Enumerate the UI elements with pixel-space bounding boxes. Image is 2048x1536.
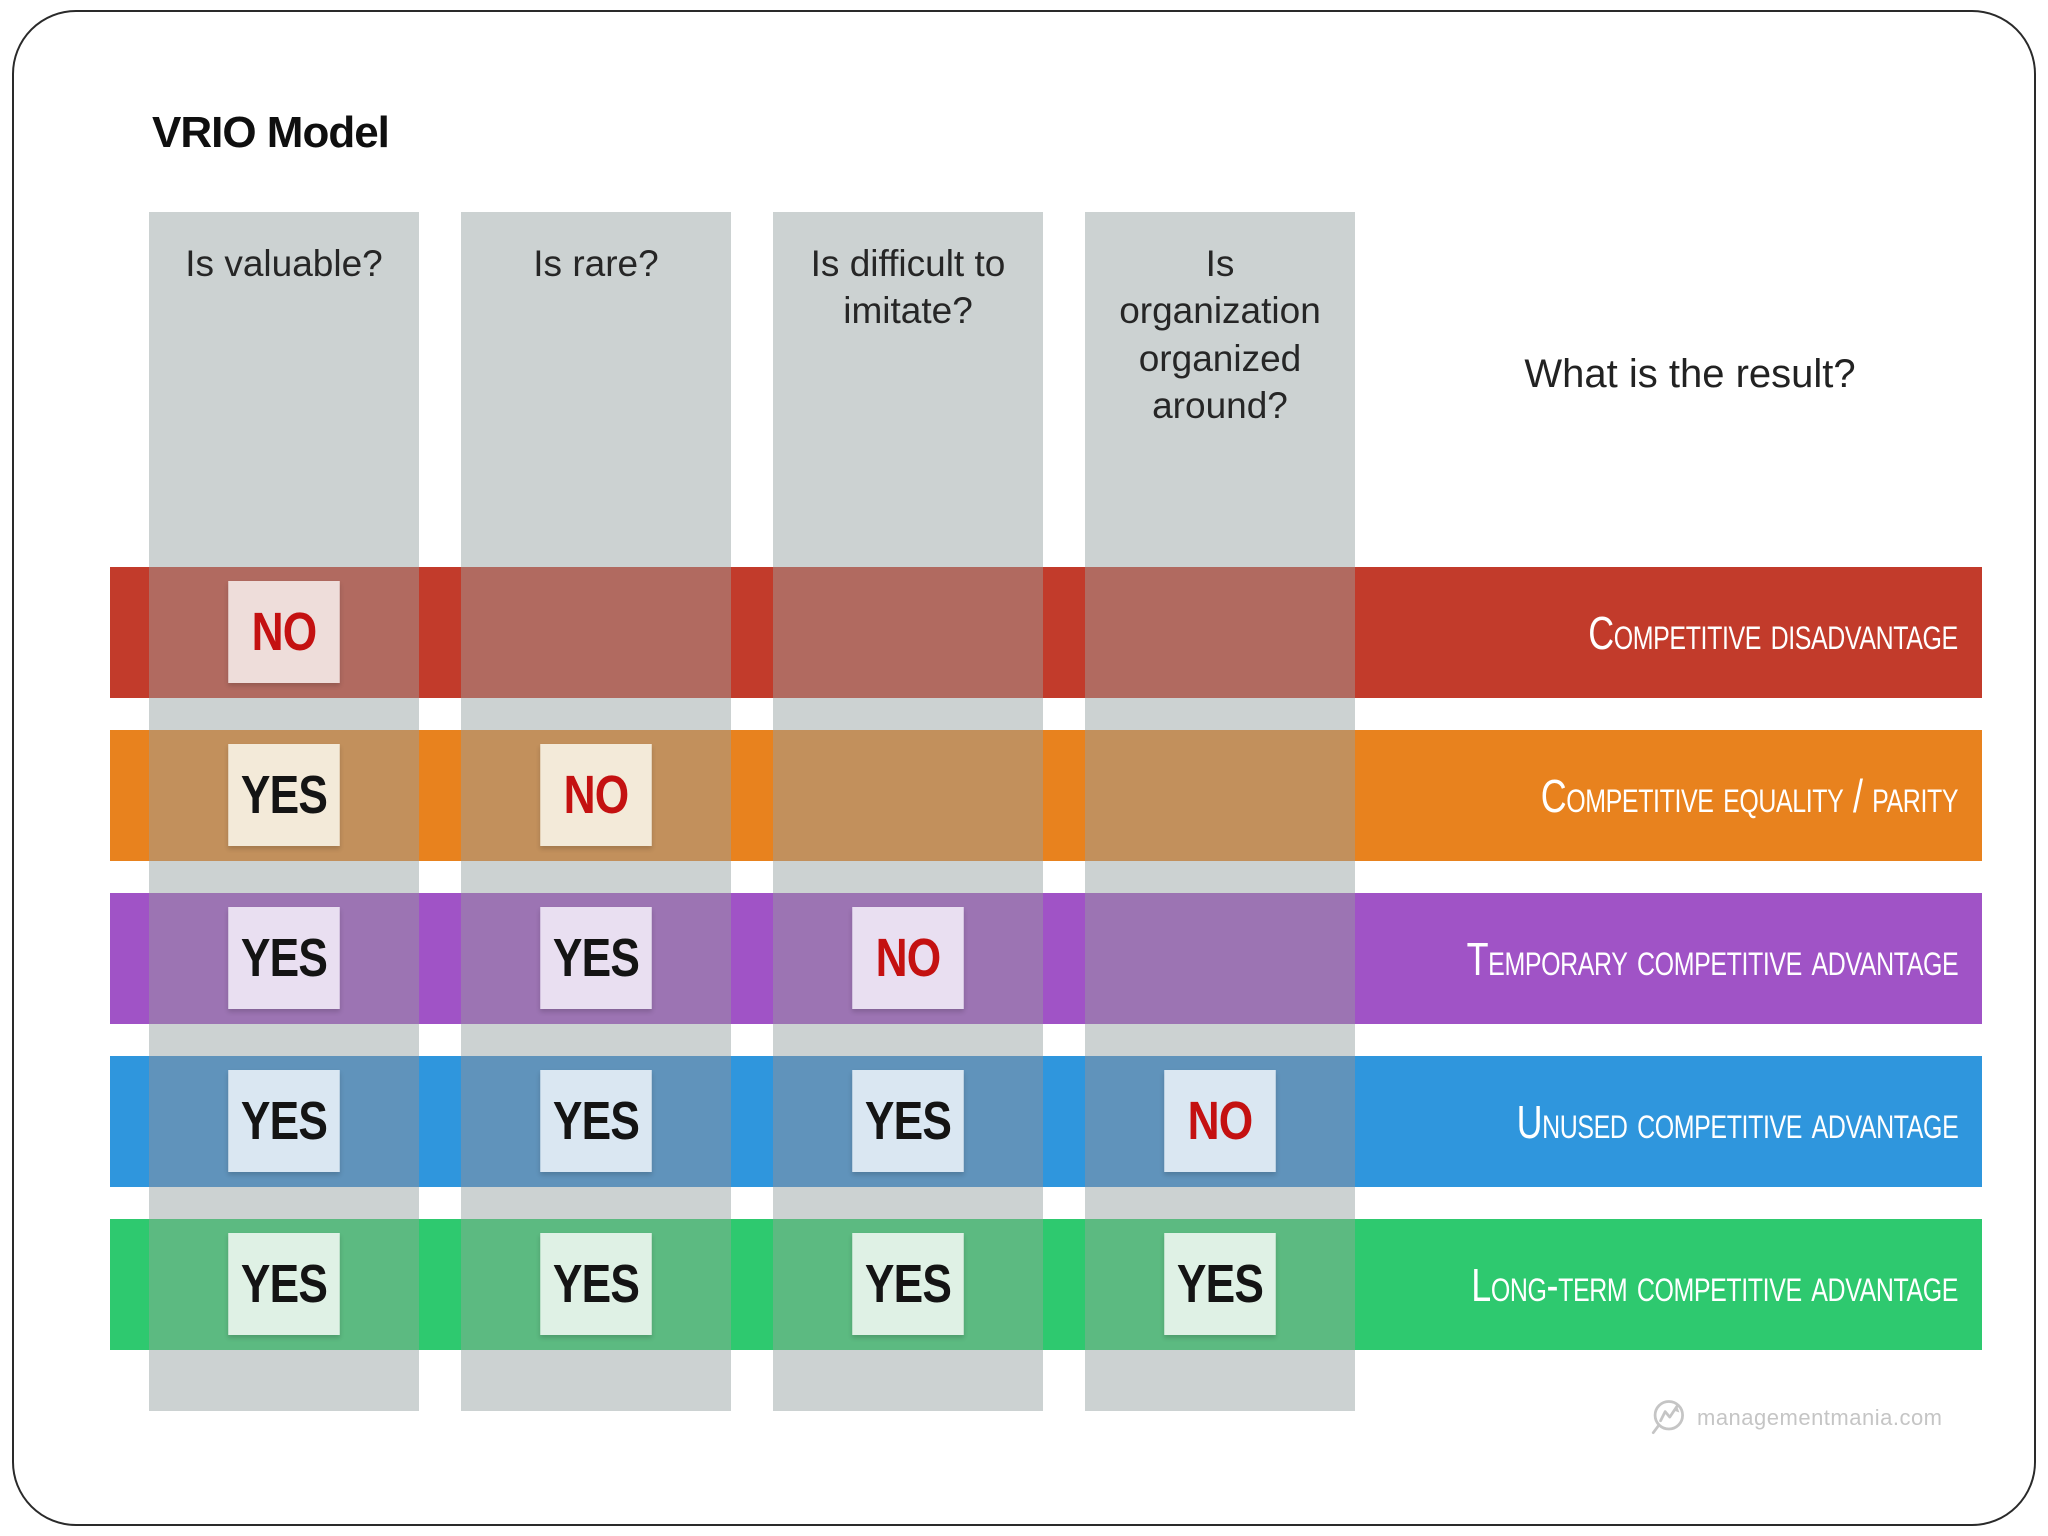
result-label: Competitive equality / parity [1540,769,1959,822]
result-label: Temporary competitive advantage [1466,932,1958,985]
vrio-row-2: YES NO Competitive equality / parity [110,730,1982,861]
column-overlap [1085,567,1355,698]
vrio-row-1: NO Competitive disadvantage [110,567,1982,698]
answer-box-yes: YES [228,1070,340,1172]
answer-box-yes: YES [1164,1233,1276,1335]
answer-box-no: NO [540,744,652,846]
answer-box-yes: YES [228,1233,340,1335]
column-overlap [1085,893,1355,1024]
column-overlap [461,567,731,698]
answer-box-no: NO [852,907,964,1009]
vrio-row-4: YES YES YES NO Unused competitive advantage [110,1056,1982,1187]
answer-box-yes: YES [852,1233,964,1335]
question-column-label: Is rare? [533,243,659,284]
vrio-row-5: YES YES YES YES Long-term competitive advant… [110,1219,1982,1350]
result-header: What is the result? [1524,352,1856,396]
question-column-label: Is valuable? [185,243,383,284]
answer-box-yes: YES [852,1070,964,1172]
answer-box-yes: YES [228,744,340,846]
watermark-text: managementmania.com [1697,1405,1943,1430]
answer-box-no: NO [1164,1070,1276,1172]
answer-box-no: NO [228,581,340,683]
result-label: Unused competitive advantage [1516,1095,1958,1148]
diagram-title: VRIO Model [152,108,390,157]
column-overlap [773,567,1043,698]
question-column-label: Is difficult to imitate? [810,243,1006,332]
column-overlap [1085,730,1355,861]
watermark: managementmania.com [1645,1396,1943,1440]
column-overlap [773,730,1043,861]
answer-box-yes: YES [540,1233,652,1335]
answer-box-yes: YES [540,907,652,1009]
managementmania-logo-icon [1651,1400,1684,1435]
answer-box-yes: YES [228,907,340,1009]
question-column-label: Is organization organized around? [1119,243,1321,427]
vrio-row-3: YES YES NO Temporary competitive advantage [110,893,1982,1024]
answer-box-yes: YES [540,1070,652,1172]
result-label: Competitive disadvantage [1588,606,1958,659]
result-label: Long-term competitive advantage [1471,1258,1958,1311]
